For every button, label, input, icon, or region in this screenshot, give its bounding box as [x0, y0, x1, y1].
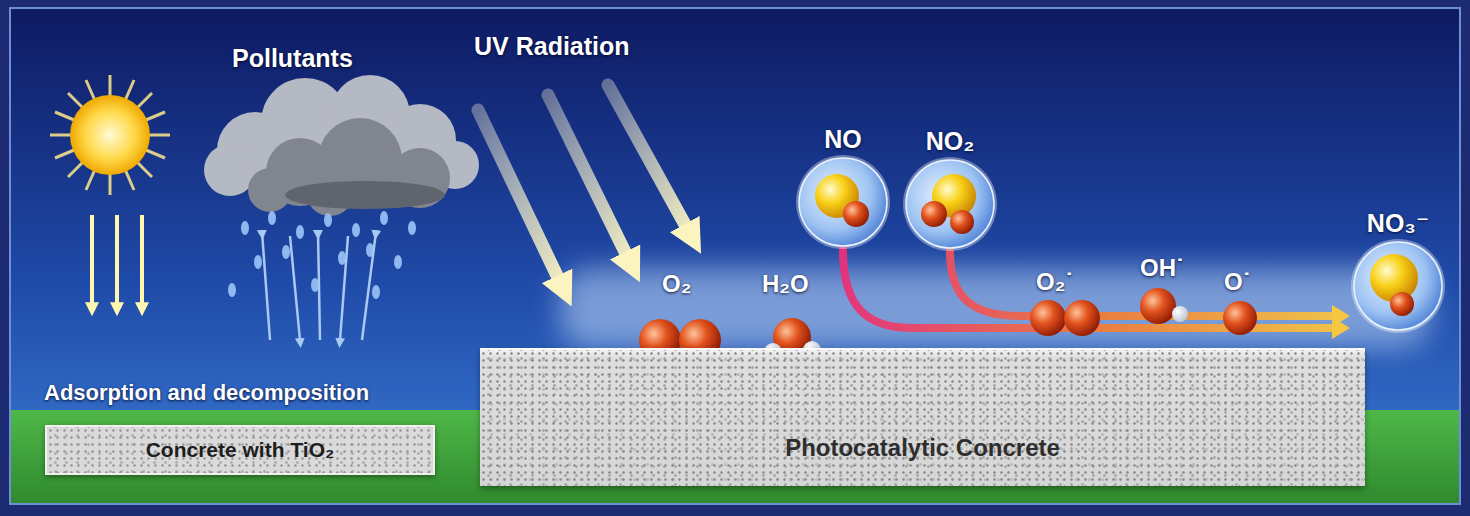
text-label: Adsorption and decomposition [44, 380, 369, 406]
molecule-formula: NO₃⁻ [1350, 208, 1446, 238]
slab-title: Photocatalytic Concrete [480, 434, 1365, 462]
text-label: H₂O [762, 270, 809, 298]
molecule-bubble: NO₃⁻ [1350, 208, 1446, 334]
text-label: O˙ [1224, 268, 1251, 296]
molecule-formula: NO [795, 124, 891, 154]
molecule-bubble-shape [902, 156, 998, 252]
molecule-bubble-shape [1350, 238, 1446, 334]
reaction-arrow [843, 250, 1350, 339]
molecule-formula: NO₂ [902, 126, 998, 156]
molecule-bubble: NO₂ [902, 126, 998, 252]
molecule-bubble-shape [795, 154, 891, 250]
text-label: UV Radiation [474, 32, 630, 61]
text-label: Pollutants [232, 44, 353, 73]
box-title: Concrete with TiO₂ [47, 438, 433, 462]
text-label: OH˙ [1140, 254, 1184, 282]
reaction-arrow [950, 252, 1350, 327]
concrete-slab: Photocatalytic Concrete [480, 348, 1365, 486]
text-label: O₂ [662, 270, 691, 298]
text-label: O₂˙ [1036, 268, 1073, 296]
concrete-box: Concrete with TiO₂ [45, 425, 435, 475]
molecule-bubble: NO [795, 124, 891, 250]
